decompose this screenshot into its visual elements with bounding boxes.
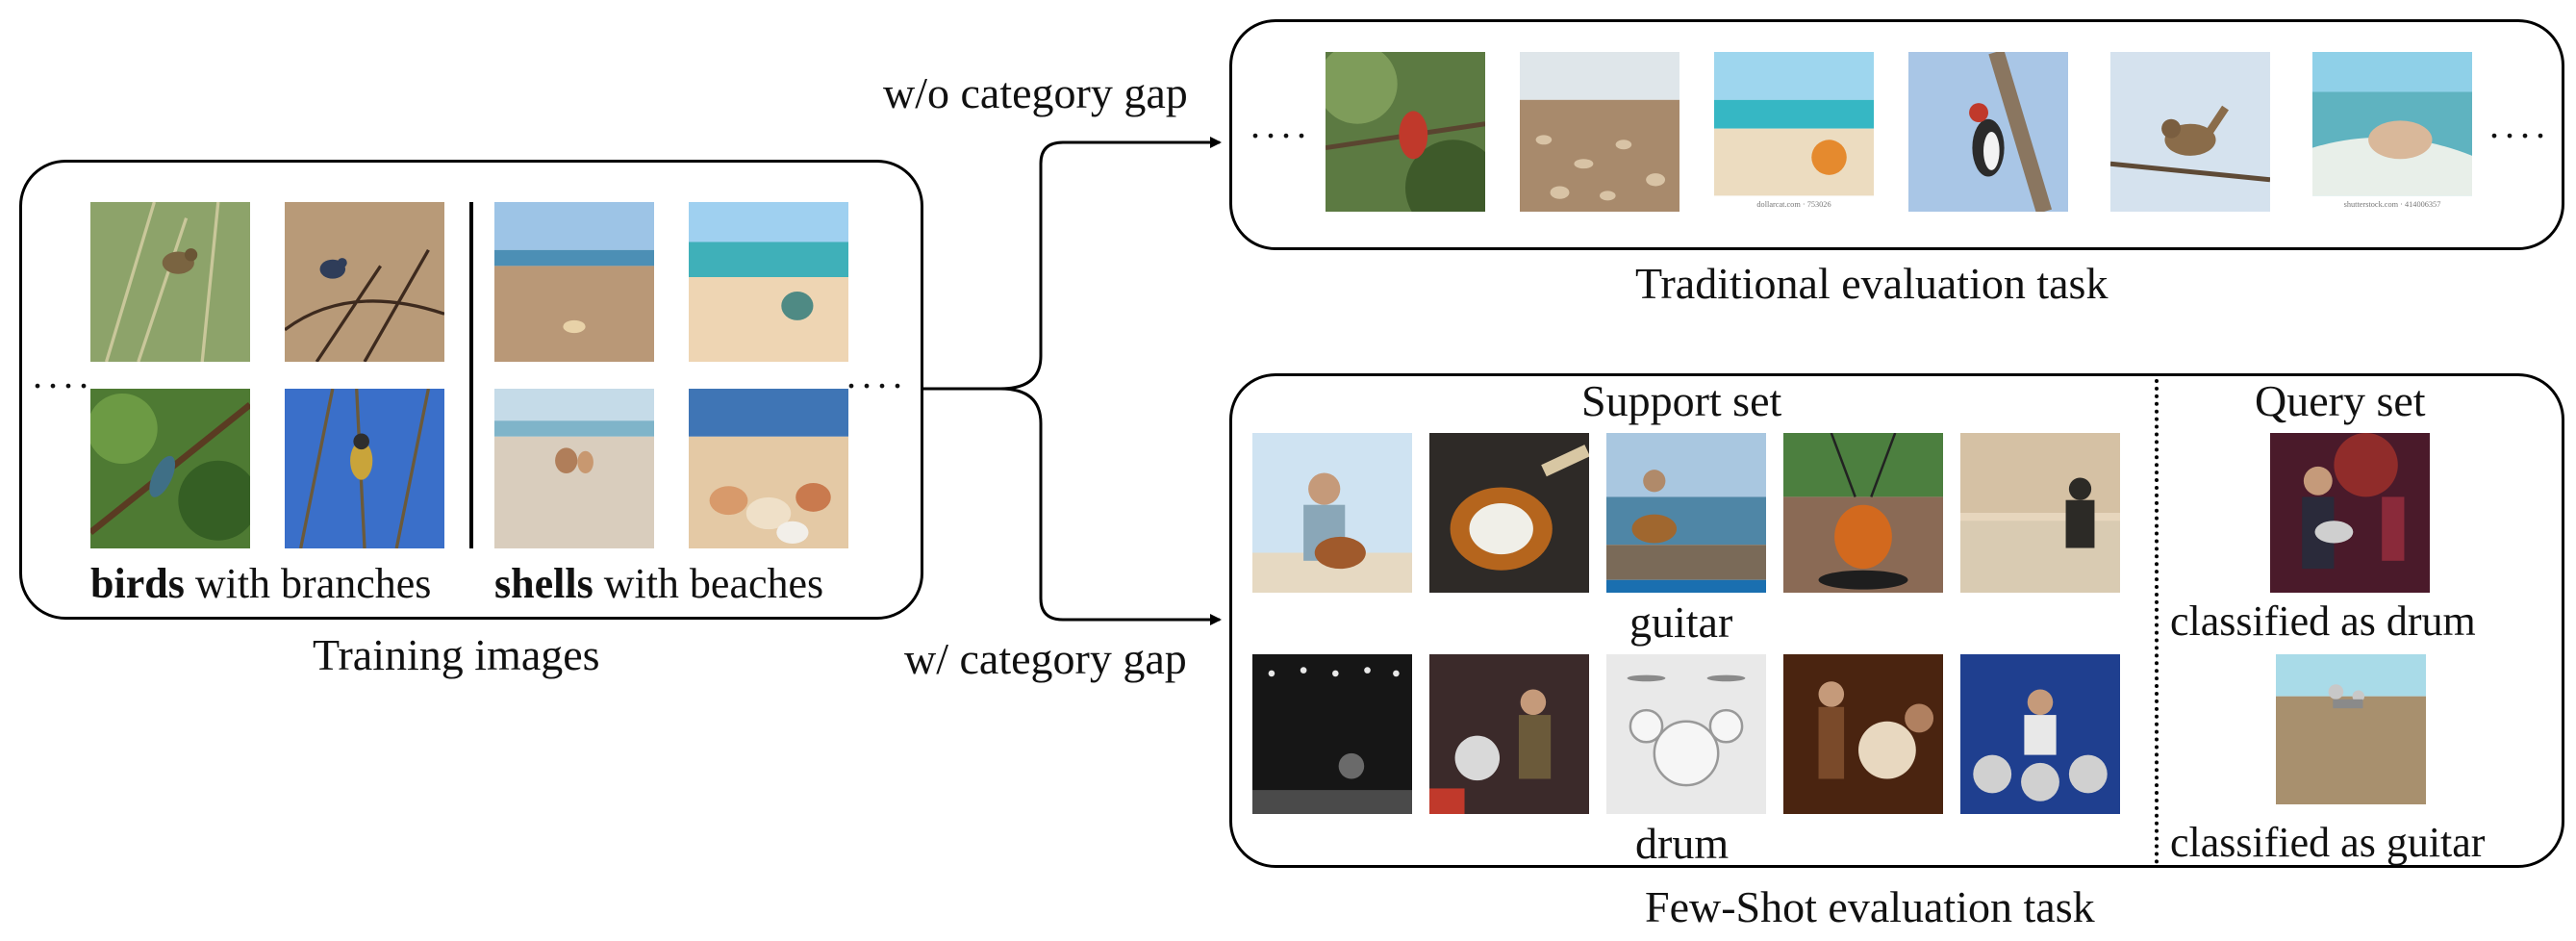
training-bird-image-2 xyxy=(285,202,444,362)
traditional-ellipsis-right: .... xyxy=(2489,103,2551,146)
traditional-ellipsis-left: .... xyxy=(1250,103,1312,146)
traditional-image-shell-beach: dollarcat.com · 753026 xyxy=(1714,52,1874,212)
guitar-label: guitar xyxy=(1629,598,1733,647)
traditional-image-conch: shutterstock.com · 414006357 xyxy=(2312,52,2472,212)
query-set-title: Query set xyxy=(2255,376,2426,425)
query-classified-as-guitar-label: classified as guitar xyxy=(2170,819,2486,866)
support-drum-image-2 xyxy=(1429,654,1589,814)
support-guitar-image-2 xyxy=(1429,433,1589,593)
support-drum-image-1 xyxy=(1252,654,1412,814)
support-guitar-image-1 xyxy=(1252,433,1412,593)
support-drum-image-3 xyxy=(1606,654,1766,814)
training-bird-image-4 xyxy=(285,389,444,548)
support-guitar-image-4 xyxy=(1783,433,1943,593)
training-shell-image-1 xyxy=(494,202,654,362)
traditional-image-shells-pebbles xyxy=(1520,52,1679,212)
traditional-task-box xyxy=(1229,19,2564,250)
traditional-image-woodpecker xyxy=(1908,52,2068,212)
training-ellipsis-left: .... xyxy=(33,353,94,396)
query-image-guitar-player xyxy=(2270,433,2430,593)
with-category-gap-label: w/ category gap xyxy=(904,634,1187,683)
training-bird-image-3 xyxy=(90,389,250,548)
support-set-title: Support set xyxy=(1581,376,1782,425)
without-category-gap-label: w/o category gap xyxy=(883,68,1188,117)
training-images-box xyxy=(19,160,923,620)
training-bird-image-1 xyxy=(90,202,250,362)
svg-text:shutterstock.com · 414006357: shutterstock.com · 414006357 xyxy=(2344,200,2441,209)
traditional-image-bird-red xyxy=(1326,52,1485,212)
fewshot-task-box xyxy=(1229,373,2564,868)
training-ellipsis-right: .... xyxy=(846,353,908,396)
shells-with-beaches-label: shells with beaches xyxy=(494,560,824,607)
fewshot-task-caption: Few-Shot evaluation task xyxy=(1645,882,2095,931)
traditional-task-caption: Traditional evaluation task xyxy=(1635,259,2109,308)
training-shell-image-4 xyxy=(689,389,848,548)
support-query-divider xyxy=(2155,379,2159,864)
support-guitar-image-3 xyxy=(1606,433,1766,593)
query-image-drum-on-beach xyxy=(2276,654,2426,804)
training-divider xyxy=(469,202,473,548)
training-images-caption: Training images xyxy=(313,630,600,679)
support-drum-image-4 xyxy=(1783,654,1943,814)
training-shell-image-2 xyxy=(689,202,848,362)
svg-text:dollarcat.com · 753026: dollarcat.com · 753026 xyxy=(1756,200,1831,209)
traditional-image-wren xyxy=(2110,52,2270,212)
support-drum-image-5 xyxy=(1960,654,2120,814)
birds-with-branches-label: birds with branches xyxy=(90,560,432,607)
drum-label: drum xyxy=(1635,819,1730,868)
support-guitar-image-5 xyxy=(1960,433,2120,593)
query-classified-as-drum-label: classified as drum xyxy=(2170,598,2476,645)
training-shell-image-3 xyxy=(494,389,654,548)
